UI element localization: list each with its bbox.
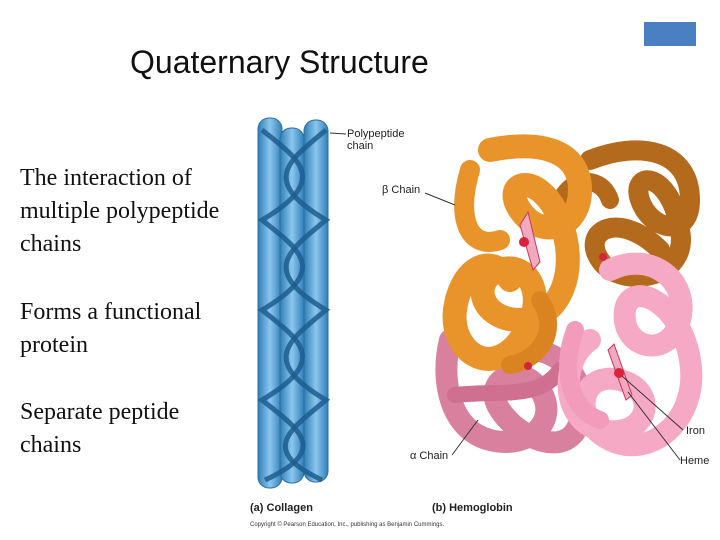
- callout-lines: [424, 192, 684, 461]
- accent-box: [644, 22, 696, 46]
- paragraph-interaction: The interaction of multiple polypeptide …: [20, 165, 220, 257]
- callout-polypeptide-chain: Polypeptide chain: [347, 128, 405, 152]
- paragraph-functional: Forms a functional protein: [20, 299, 202, 358]
- callout-alpha-chain: α Chain: [410, 450, 449, 462]
- callout-iron: Iron: [686, 425, 705, 437]
- copyright-notice: Copyright © Pearson Education, Inc., pub…: [250, 522, 445, 528]
- slide-title: Quaternary Structure: [130, 44, 429, 80]
- collagen-caption: (a) Collagen: [250, 502, 313, 514]
- protein-illustration: [257, 117, 703, 489]
- collagen-helix: [257, 117, 347, 489]
- hemoglobin-beta-orange: [442, 134, 592, 374]
- hemoglobin-alpha-pink: [557, 252, 703, 457]
- paragraph-separate: Separate peptide chains: [20, 399, 180, 458]
- heme-groups: [519, 210, 633, 401]
- hemoglobin-caption: (b) Hemoglobin: [432, 502, 513, 514]
- callout-beta-chain: β Chain: [382, 184, 421, 196]
- callout-heme: Heme: [680, 455, 710, 467]
